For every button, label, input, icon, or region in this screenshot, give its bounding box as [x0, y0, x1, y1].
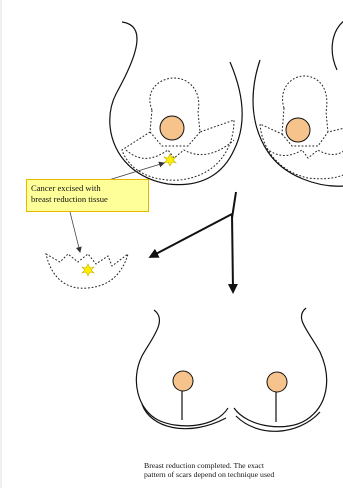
left-nipple: [160, 116, 184, 140]
arrow-to-result: [232, 214, 233, 290]
excised-specimen: [46, 254, 128, 288]
post-right-outline: [234, 308, 327, 427]
arrow-to-specimen: [152, 214, 232, 256]
right-nipple: [286, 118, 310, 142]
right-markings-crescent: [264, 146, 343, 158]
post-left-fold: [142, 404, 226, 429]
post-op-right-breast: [234, 308, 327, 431]
right-breast-top-curve: [332, 20, 343, 70]
callout-line-1: Cancer excised with: [31, 183, 144, 194]
cancer-excised-callout: Cancer excised with breast reduction tis…: [26, 179, 149, 212]
tumor-starburst-icon: [82, 264, 94, 276]
pre-op-right-breast: [253, 20, 343, 186]
left-markings-crescent: [126, 140, 234, 158]
callout-line-2: breast reduction tissue: [31, 194, 144, 205]
post-right-nipple: [267, 372, 287, 392]
caption-line-1: Breast reduction completed. The exact: [144, 461, 343, 470]
tumor-starburst-icon: [164, 154, 176, 166]
flow-arrows: [152, 192, 236, 290]
post-right-fold: [236, 412, 320, 431]
result-caption: Breast reduction completed. The exact pa…: [144, 461, 343, 479]
post-left-nipple: [173, 371, 193, 391]
post-op-left-breast: [136, 310, 228, 429]
callout-pointer-to-specimen: [70, 212, 80, 252]
left-breast-outline: [110, 22, 242, 185]
pre-op-left-breast: [110, 22, 242, 185]
caption-line-2: pattern of scars depend on technique use…: [144, 470, 343, 479]
